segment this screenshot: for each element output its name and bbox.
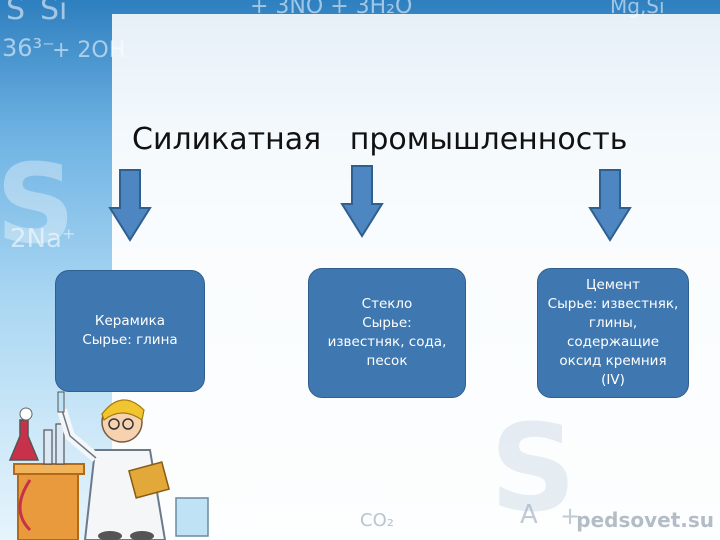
- bg-formula: +: [560, 502, 581, 530]
- bg-formula: S: [6, 0, 26, 27]
- diagram-title: Силикатная промышленность: [132, 122, 628, 157]
- bg-formula: A: [520, 500, 538, 530]
- bg-formula: 36³⁻: [2, 34, 55, 62]
- glass-box: Стекло Сырье: известняк, сода, песок: [308, 268, 466, 398]
- bg-formula: S: [490, 400, 577, 539]
- ceramics-box: Керамика Сырье: глина: [55, 270, 205, 392]
- scientist-illustration: [8, 391, 209, 540]
- arrow-down-icon: [340, 165, 384, 238]
- bg-formula: 2Na⁺: [10, 224, 76, 254]
- watermark: pedsovet.su: [576, 508, 714, 532]
- bg-formula: Si: [40, 0, 68, 27]
- arrow-down-icon: [588, 169, 632, 242]
- bg-formula: CO₂: [360, 510, 394, 531]
- arrow-down-icon: [108, 169, 152, 242]
- cement-box: Цемент Сырье: известняк, глины, содержащ…: [537, 268, 689, 398]
- bg-formula: S: [0, 140, 76, 268]
- bg-formula: Mg,Si: [610, 0, 665, 18]
